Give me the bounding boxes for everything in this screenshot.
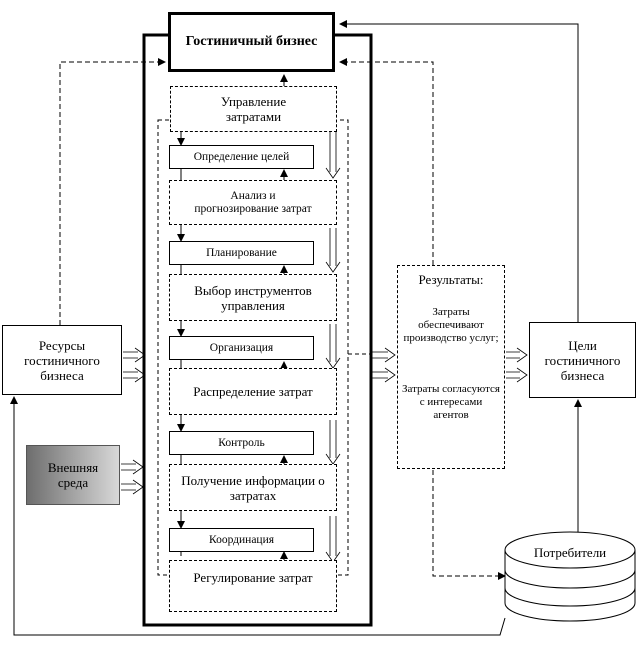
step-planning-label: Планирование bbox=[206, 246, 277, 259]
step-distribution-box: Распределение затрат bbox=[169, 368, 337, 415]
step-distribution-label: Распределение затрат bbox=[193, 384, 313, 399]
step-goals-label: Определение целей bbox=[193, 150, 290, 163]
step-goals-box: Определение целей bbox=[169, 145, 314, 169]
consumers-label: Потребители bbox=[505, 542, 635, 562]
cost-management-box: Управление затратами bbox=[170, 86, 337, 132]
step-coordination-box: Координация bbox=[169, 528, 314, 552]
step-planning-box: Планирование bbox=[169, 241, 314, 265]
resources-box: Ресурсы гостиничного бизнеса bbox=[2, 325, 122, 395]
goals-box: Цели гостиничного бизнеса bbox=[529, 322, 636, 398]
hotel-business-label: Гостиничный бизнес bbox=[185, 34, 318, 49]
step-analysis-box: Анализ и прогнозирование затрат bbox=[169, 180, 337, 225]
results-item-1: Затраты обеспечивают производство услуг; bbox=[403, 306, 499, 344]
step-analysis-label: Анализ и прогнозирование затрат bbox=[194, 189, 312, 215]
hotel-business-box: Гостиничный бизнес bbox=[168, 12, 335, 72]
resources-label: Ресурсы гостиничного бизнеса bbox=[24, 337, 100, 383]
step-coordination-label: Координация bbox=[208, 533, 275, 546]
cost-management-label: Управление затратами bbox=[220, 94, 287, 124]
step-info-box: Получение информации о затратах bbox=[169, 464, 337, 511]
results-box: Результаты: Затраты обеспечивают произво… bbox=[397, 265, 505, 469]
consumers-disks bbox=[504, 531, 636, 622]
results-item-2: Затраты согласуются с интересами агентов bbox=[402, 383, 500, 421]
environment-box: Внешняя среда bbox=[26, 445, 120, 505]
step-control-label: Контроль bbox=[218, 436, 265, 449]
step-regulation-label: Регулирование затрат bbox=[193, 569, 313, 585]
consumers-text: Потребители bbox=[533, 544, 607, 560]
step-organization-label: Организация bbox=[209, 341, 274, 354]
step-regulation-box: Регулирование затрат bbox=[169, 560, 337, 612]
step-control-box: Контроль bbox=[169, 431, 314, 455]
step-tools-box: Выбор инструментов управления bbox=[169, 274, 337, 321]
step-tools-label: Выбор инструментов управления bbox=[194, 282, 312, 313]
step-info-label: Получение информации о затратах bbox=[181, 472, 325, 503]
results-title: Результаты: bbox=[418, 272, 484, 287]
environment-label: Внешняя среда bbox=[47, 460, 99, 490]
step-organization-box: Организация bbox=[169, 336, 314, 360]
goals-label: Цели гостиничного бизнеса bbox=[544, 337, 621, 383]
